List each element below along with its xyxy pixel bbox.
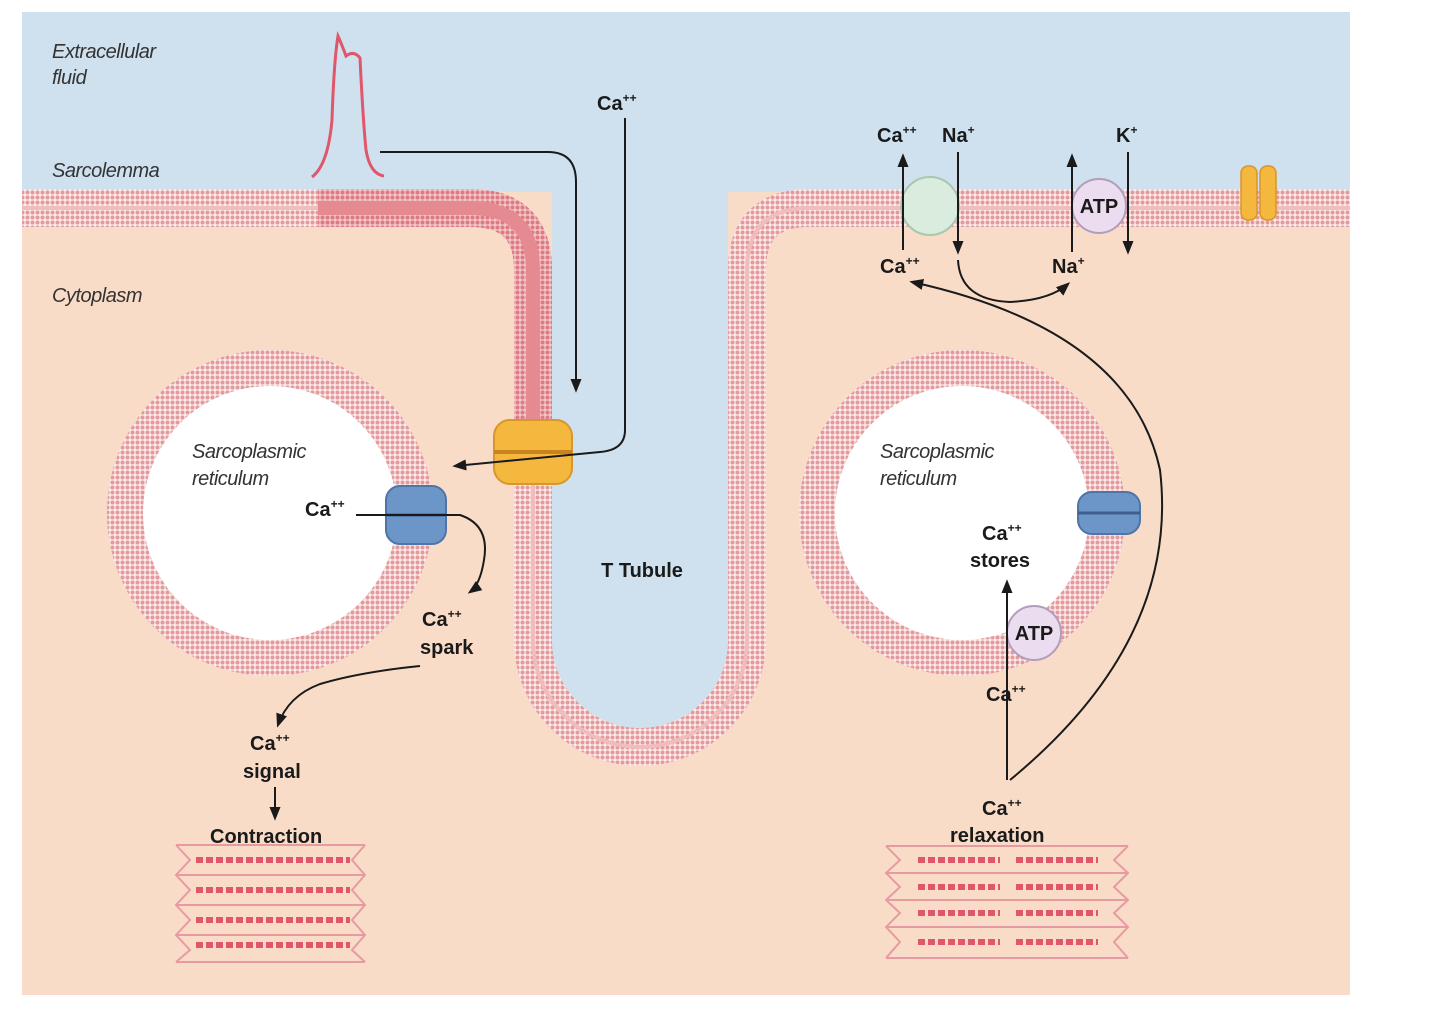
sodium-calcium-exchanger: [900, 176, 960, 236]
sr-left-label-1: Sarcoplasmic: [192, 441, 307, 463]
t-tubule-label: T Tubule: [601, 560, 683, 582]
na-exchanger-label: Na+: [942, 123, 975, 147]
relaxation-to-exchanger-arrow: [909, 278, 1164, 781]
extracellular-label-1: Extracellular: [52, 41, 157, 63]
sr-right-label-1: Sarcoplasmic: [880, 441, 995, 463]
sodium-cycle-arrow: [957, 259, 1071, 304]
myofibril-relaxed: [884, 845, 1130, 959]
atp-label-pump: ATP: [1080, 196, 1119, 218]
myofibril-contracted: [174, 844, 367, 963]
ca-signal-label: Ca++: [250, 731, 290, 755]
calcium-influx-arrow: [452, 118, 626, 471]
spark-to-signal-arrow: [276, 665, 421, 728]
cytoplasm-label: Cytoplasm: [52, 285, 142, 307]
sr-left-label-2: reticulum: [192, 468, 269, 490]
ca-sr-left-label: Ca++: [305, 497, 345, 521]
signal-label: signal: [243, 761, 301, 783]
extracellular-label-2: fluid: [52, 67, 88, 89]
ca-serca-label: Ca++: [986, 682, 1026, 706]
spark-label: spark: [420, 637, 474, 659]
sarcolemma-label: Sarcolemma: [52, 160, 160, 182]
ryanodine-receptor-right: [1077, 491, 1141, 535]
t-tubule-lumen: [552, 189, 728, 728]
ca-relaxation-label: Ca++: [982, 796, 1022, 820]
sr-right-label-2: reticulum: [880, 468, 957, 490]
sarcoplasmic-reticulum-right: [799, 350, 1125, 676]
l-type-calcium-channel: [493, 419, 573, 485]
relaxation-label: relaxation: [950, 825, 1044, 847]
sarcoplasmic-reticulum-left: [107, 350, 433, 676]
ca-stores-label: Ca++: [982, 521, 1022, 545]
k-pump-label: K+: [1116, 123, 1137, 147]
ca-exchanger-in-label: Ca++: [880, 254, 920, 278]
calcium-release-arrow: [356, 514, 486, 594]
action-potential-trace: [311, 30, 385, 179]
na-pump-label: Na+: [1052, 254, 1085, 278]
ca-spark-label: Ca++: [422, 607, 462, 631]
contraction-label: Contraction: [210, 826, 322, 848]
atp-label-serca: ATP: [1015, 623, 1054, 645]
stores-label: stores: [970, 550, 1030, 572]
ap-propagation-arrow: [380, 151, 582, 393]
depolarized-membrane-core: [318, 201, 540, 430]
ca-exchanger-out-label: Ca++: [877, 123, 917, 147]
sarcolemma-calcium-channel: [1240, 165, 1277, 221]
extracellular-region: [22, 12, 1350, 192]
ca-extracellular-label: Ca++: [597, 91, 637, 115]
